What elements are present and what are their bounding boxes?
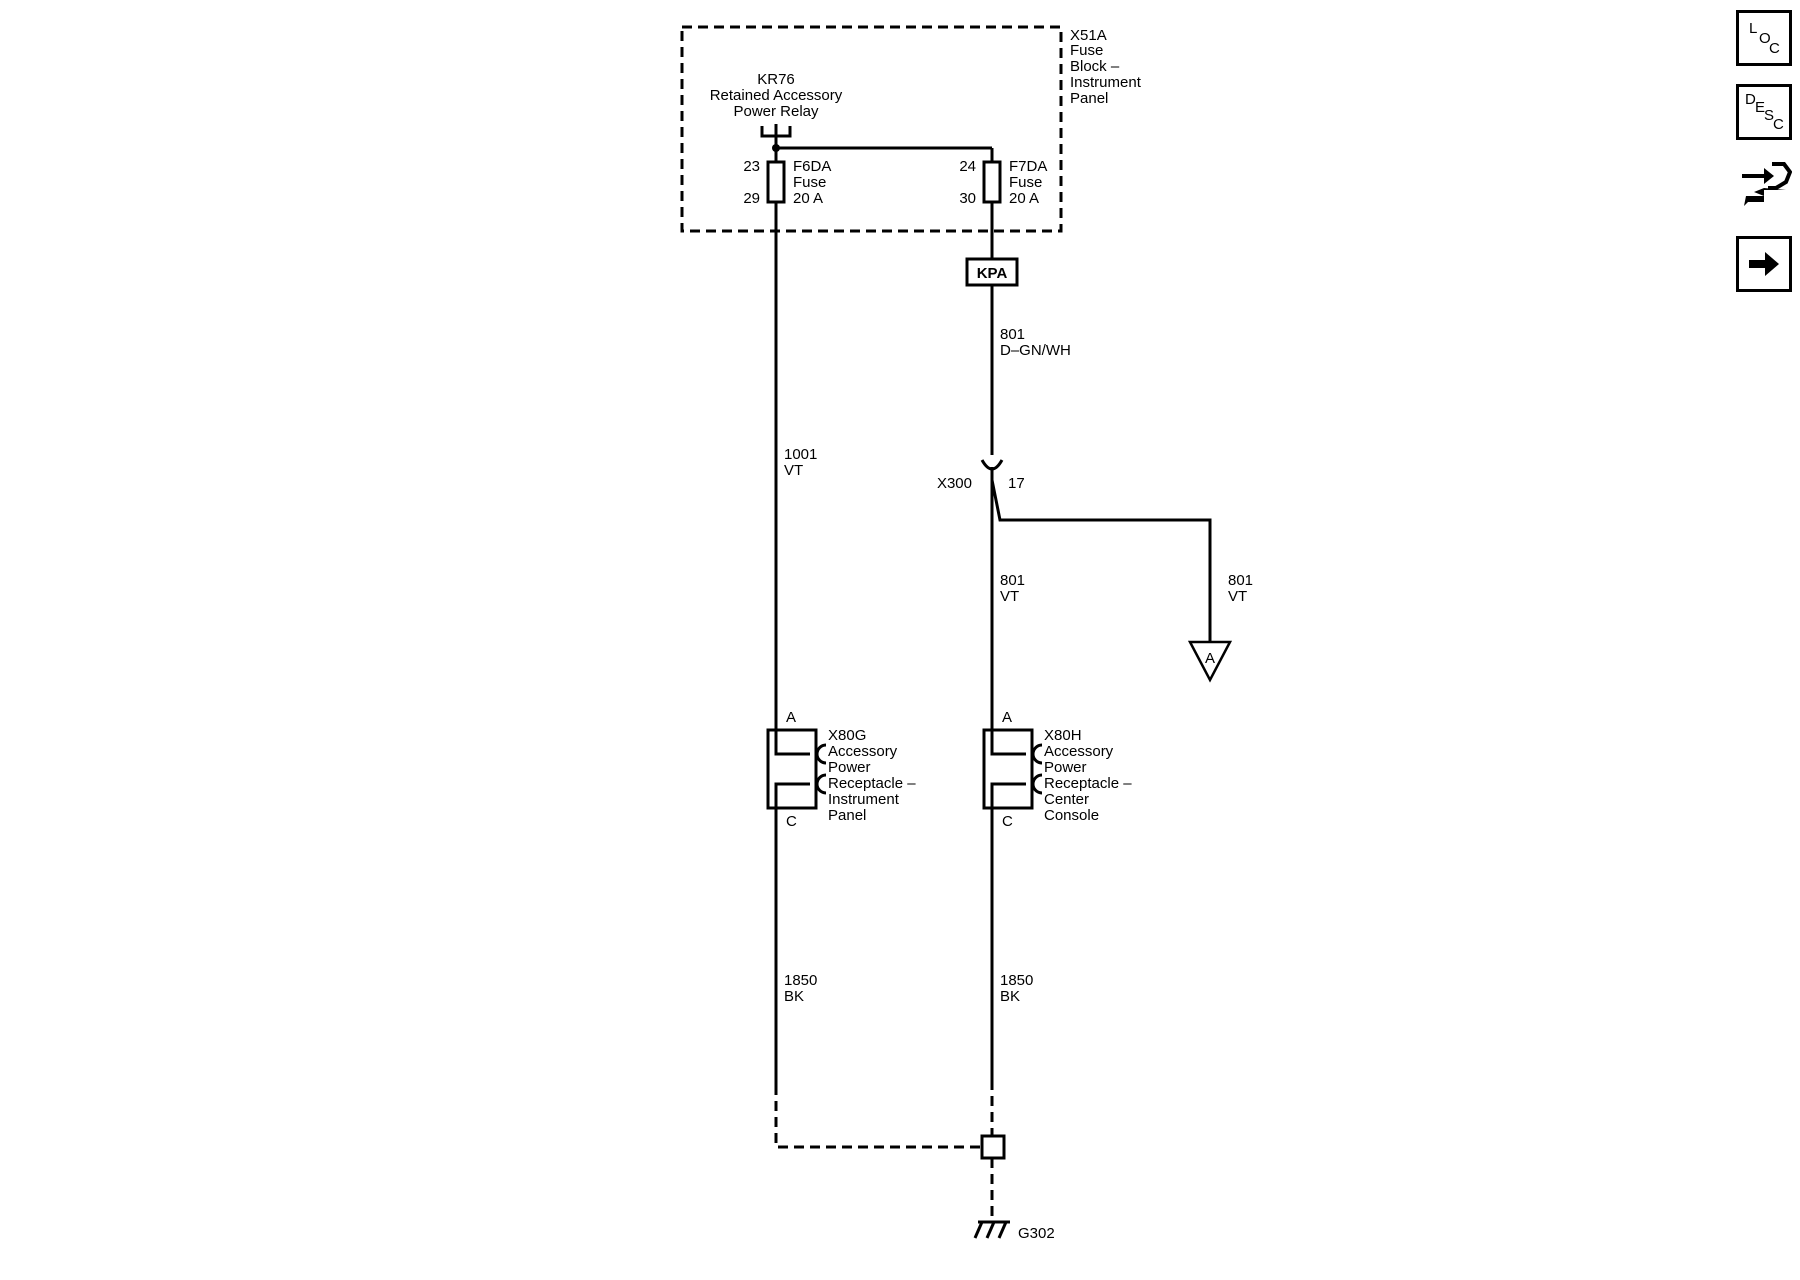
receptacle-x80g-symbol bbox=[766, 728, 827, 810]
svg-text:E: E bbox=[1755, 99, 1765, 116]
receptacle-x80g-name-2: Power bbox=[828, 759, 871, 776]
relay-id: KR76 bbox=[757, 71, 795, 88]
fuse-block-id: X51A bbox=[1070, 27, 1107, 44]
right-arrow-icon bbox=[1749, 252, 1779, 276]
kpa-label: KPA bbox=[977, 265, 1008, 282]
wire-1001-circuit: 1001 bbox=[784, 446, 817, 463]
connector-end-view-icon bbox=[1742, 162, 1792, 206]
wire-1850-left-color: BK bbox=[784, 988, 804, 1005]
fuse-f7da-type: Fuse bbox=[1009, 174, 1042, 191]
svg-text:L: L bbox=[1749, 20, 1757, 37]
svg-text:C: C bbox=[1773, 116, 1784, 133]
receptacle-x80g-name-5: Panel bbox=[828, 807, 866, 824]
fuse-f6da-pin-bottom: 29 bbox=[743, 190, 760, 207]
fuse-block-name-3: Instrument bbox=[1070, 74, 1142, 91]
receptacle-x80h-name-1: Accessory bbox=[1044, 743, 1114, 760]
fuse-f6da-symbol bbox=[766, 160, 786, 204]
connector-x300-pin: 17 bbox=[1008, 475, 1025, 492]
receptacle-x80g-name-4: Instrument bbox=[828, 791, 900, 808]
ground-splice-box bbox=[980, 1134, 1006, 1160]
receptacle-x80h-name-3: Receptacle – bbox=[1044, 775, 1132, 792]
ground-label: G302 bbox=[1018, 1225, 1055, 1242]
receptacle-x80g-pin-top: A bbox=[786, 709, 796, 726]
fuse-block-name-4: Panel bbox=[1070, 90, 1108, 107]
receptacle-x80g-name-3: Receptacle – bbox=[828, 775, 916, 792]
offpage-connector-a bbox=[1187, 640, 1233, 683]
wire-801-branch-circuit: 801 bbox=[1228, 572, 1253, 589]
description-button[interactable]: D E S C bbox=[1736, 84, 1792, 140]
connector-x300-symbol bbox=[980, 459, 1004, 480]
relay-name-1: Retained Accessory bbox=[710, 87, 843, 104]
fuse-f6da-rating: 20 A bbox=[793, 190, 823, 207]
relay-name-2: Power Relay bbox=[733, 103, 819, 120]
wire-1850-right-circuit: 1850 bbox=[1000, 972, 1033, 989]
receptacle-x80h-symbol bbox=[982, 728, 1043, 810]
fuse-f7da-pin-bottom: 30 bbox=[959, 190, 976, 207]
fuse-f7da-rating: 20 A bbox=[1009, 190, 1039, 207]
wire-1850-left-circuit: 1850 bbox=[784, 972, 817, 989]
wire-801-branch-color: VT bbox=[1228, 588, 1247, 605]
svg-text:D: D bbox=[1745, 91, 1756, 108]
ground-symbol bbox=[973, 1220, 1010, 1239]
wire-801-lower-color: VT bbox=[1000, 588, 1019, 605]
svg-text:S: S bbox=[1764, 107, 1774, 124]
fuse-f7da-id: F7DA bbox=[1009, 158, 1047, 175]
fuse-f6da-type: Fuse bbox=[793, 174, 826, 191]
svg-text:C: C bbox=[1769, 40, 1780, 57]
receptacle-x80h-name-4: Center bbox=[1044, 791, 1089, 808]
fuse-block-outline bbox=[680, 25, 1063, 233]
receptacle-x80h-id: X80H bbox=[1044, 727, 1082, 744]
receptacle-x80h-name-5: Console bbox=[1044, 807, 1099, 824]
ground-splice-dashed bbox=[774, 1085, 982, 1149]
fuse-block-name-1: Fuse bbox=[1070, 42, 1103, 59]
fuse-f7da-pin-top: 24 bbox=[959, 158, 976, 175]
fuse-f6da-id: F6DA bbox=[793, 158, 831, 175]
fuse-f7da-symbol bbox=[982, 160, 1002, 204]
desc-icon: D E S C bbox=[1745, 91, 1784, 133]
loc-icon: L O C bbox=[1749, 20, 1780, 57]
offpage-connector-a-label: A bbox=[1205, 650, 1215, 667]
fuse-block-name-2: Block – bbox=[1070, 58, 1120, 75]
wire-801-upper-color: D–GN/WH bbox=[1000, 342, 1071, 359]
next-button[interactable] bbox=[1736, 236, 1792, 292]
receptacle-x80h-name-2: Power bbox=[1044, 759, 1087, 776]
connector-x300-id: X300 bbox=[937, 475, 972, 492]
wire-1001-color: VT bbox=[784, 462, 803, 479]
connector-end-view-button[interactable] bbox=[1736, 156, 1792, 212]
wire-1850-right-color: BK bbox=[1000, 988, 1020, 1005]
receptacle-x80g-name-1: Accessory bbox=[828, 743, 898, 760]
wire-801-branch bbox=[990, 479, 1212, 642]
receptacle-x80g-id: X80G bbox=[828, 727, 866, 744]
fuse-f6da-pin-top: 23 bbox=[743, 158, 760, 175]
kpa-box bbox=[965, 257, 1019, 287]
receptacle-x80h-pin-bottom: C bbox=[1002, 813, 1013, 830]
receptacle-x80g-pin-bottom: C bbox=[786, 813, 797, 830]
location-button[interactable]: L O C bbox=[1736, 10, 1792, 66]
wire-801-lower-circuit: 801 bbox=[1000, 572, 1025, 589]
wire-801-upper-circuit: 801 bbox=[1000, 326, 1025, 343]
receptacle-x80h-pin-top: A bbox=[1002, 709, 1012, 726]
svg-text:O: O bbox=[1759, 30, 1771, 47]
